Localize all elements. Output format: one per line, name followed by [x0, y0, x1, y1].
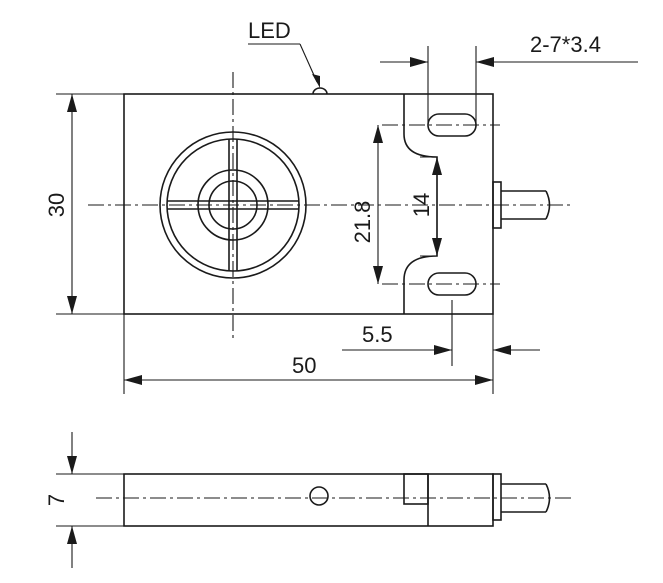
- thickness-label: 7: [44, 494, 69, 506]
- spacing-outer-arrow-top: [373, 125, 383, 143]
- offset-arrow-left: [434, 345, 452, 355]
- side-mounting-tab: [403, 473, 429, 505]
- spacing-inner-arrow-top: [432, 157, 442, 175]
- width-arrow-left: [124, 375, 142, 385]
- lower-mounting-tab: [403, 248, 438, 314]
- cable: [501, 190, 551, 220]
- led-leader-arrow: [312, 74, 320, 88]
- front-dimensions: [56, 43, 638, 394]
- offset-label: 5.5: [362, 322, 393, 347]
- spacing-inner-label: 14: [409, 193, 434, 217]
- height-arrow-bottom: [67, 296, 77, 314]
- width-arrow-right: [475, 375, 493, 385]
- front-view: [88, 72, 572, 340]
- side-view: [96, 473, 572, 527]
- holes-label: 2-7*3.4: [530, 32, 601, 57]
- spacing-outer-label: 21.8: [350, 201, 375, 244]
- slot-arrow-right: [476, 57, 494, 67]
- spacing-outer-arrow-bottom: [373, 266, 383, 284]
- side-led: [309, 486, 329, 506]
- cable-gland: [492, 181, 502, 229]
- thickness-arrow-bottom: [67, 526, 77, 544]
- side-body-outline: [123, 473, 494, 527]
- width-label: 50: [292, 353, 316, 378]
- led-label: LED: [248, 18, 291, 43]
- slot-arrow-left: [410, 57, 428, 67]
- side-cable-gland: [492, 473, 502, 521]
- thickness-arrow-top: [67, 456, 77, 474]
- spacing-inner-arrow-bottom: [432, 238, 442, 256]
- height-arrow-top: [67, 94, 77, 112]
- side-dimensions: [56, 432, 124, 568]
- led-indicator: [312, 87, 328, 95]
- height-label: 30: [44, 193, 69, 217]
- offset-arrow-right: [493, 345, 511, 355]
